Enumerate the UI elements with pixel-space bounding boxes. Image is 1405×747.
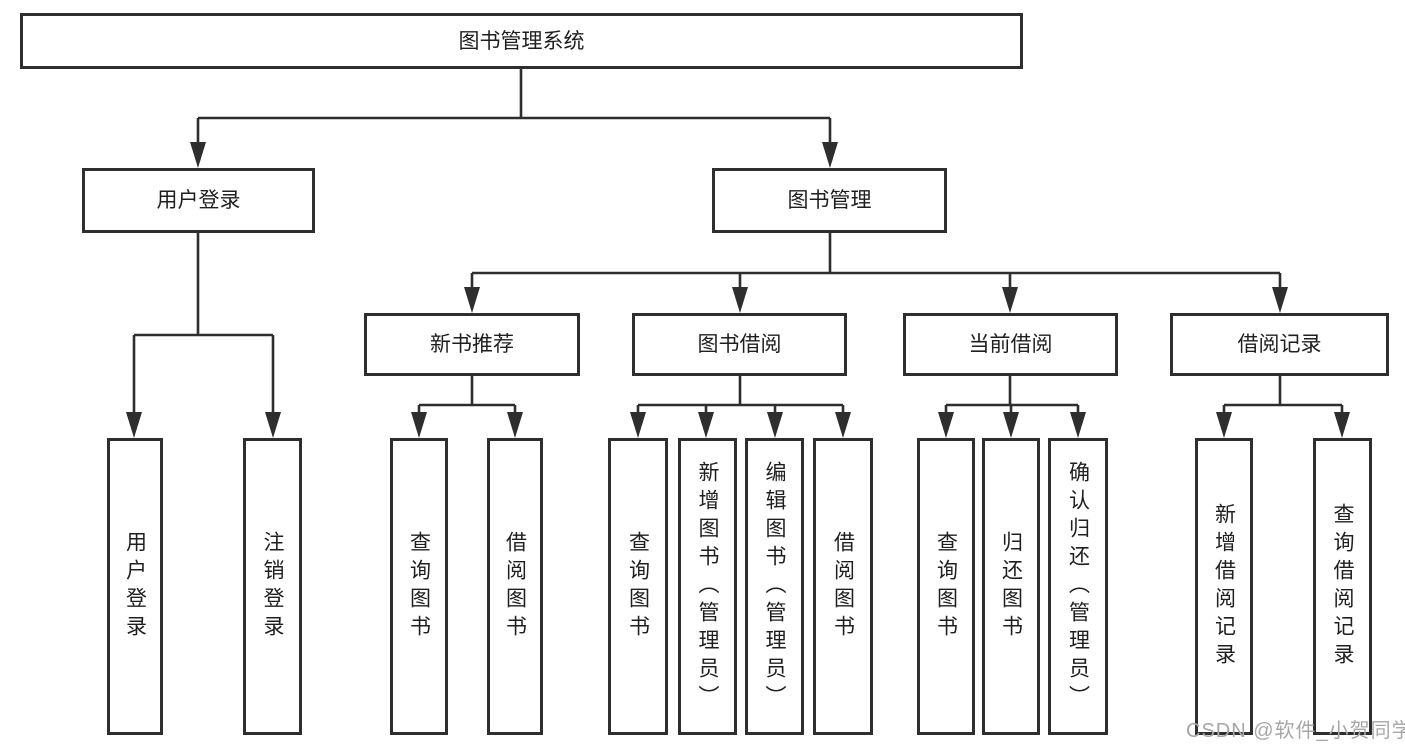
- arrowhead: [190, 142, 206, 168]
- arrowhead: [1002, 287, 1018, 313]
- leaf-nbr-query-book: 查询图书: [390, 438, 448, 735]
- arrowhead: [630, 412, 646, 438]
- arrowhead: [1216, 412, 1232, 438]
- leaf-logout: 注销登录: [243, 438, 302, 735]
- arrowhead: [265, 412, 281, 438]
- node-root: 图书管理系统: [20, 13, 1023, 69]
- leaf-bb-borrow-book: 借阅图书: [813, 438, 873, 735]
- arrowhead: [767, 412, 783, 438]
- node-new-book-recommend: 新书推荐: [364, 313, 580, 376]
- leaf-bb-query-book: 查询图书: [608, 438, 668, 735]
- leaf-nbr-borrow-book: 借阅图书: [487, 438, 543, 735]
- arrowhead: [698, 412, 714, 438]
- arrowhead: [732, 287, 748, 313]
- arrowhead: [126, 412, 142, 438]
- arrowhead: [938, 412, 954, 438]
- arrowhead: [507, 412, 523, 438]
- arrowhead: [1070, 412, 1086, 438]
- connector-lines: [132, 69, 1344, 418]
- leaf-br-query-record: 查询借阅记录: [1313, 438, 1372, 735]
- arrowhead: [1272, 287, 1288, 313]
- csdn-watermark: CSDN @软件_小贺同学: [1186, 720, 1405, 742]
- node-current-borrow: 当前借阅: [903, 313, 1118, 376]
- arrowhead: [835, 412, 851, 438]
- node-book-borrow: 图书借阅: [632, 313, 847, 376]
- node-book-management: 图书管理: [712, 168, 947, 233]
- leaf-bb-edit-book-admin: 编辑图书（管理员）: [745, 438, 804, 735]
- arrowhead: [1334, 412, 1350, 438]
- arrowhead: [1003, 412, 1019, 438]
- leaf-user-login: 用户登录: [107, 438, 163, 735]
- node-user-login: 用户登录: [82, 168, 315, 233]
- arrowhead: [822, 142, 838, 168]
- arrowhead: [464, 287, 480, 313]
- leaf-bb-add-book-admin: 新增图书（管理员）: [678, 438, 737, 735]
- leaf-cb-query-book: 查询图书: [917, 438, 975, 735]
- leaf-br-add-record: 新增借阅记录: [1195, 438, 1253, 735]
- leaf-cb-confirm-return-admin: 确认归还（管理员）: [1048, 438, 1108, 735]
- node-borrow-record: 借阅记录: [1170, 313, 1389, 376]
- arrowhead: [411, 412, 427, 438]
- leaf-cb-return-book: 归还图书: [982, 438, 1040, 735]
